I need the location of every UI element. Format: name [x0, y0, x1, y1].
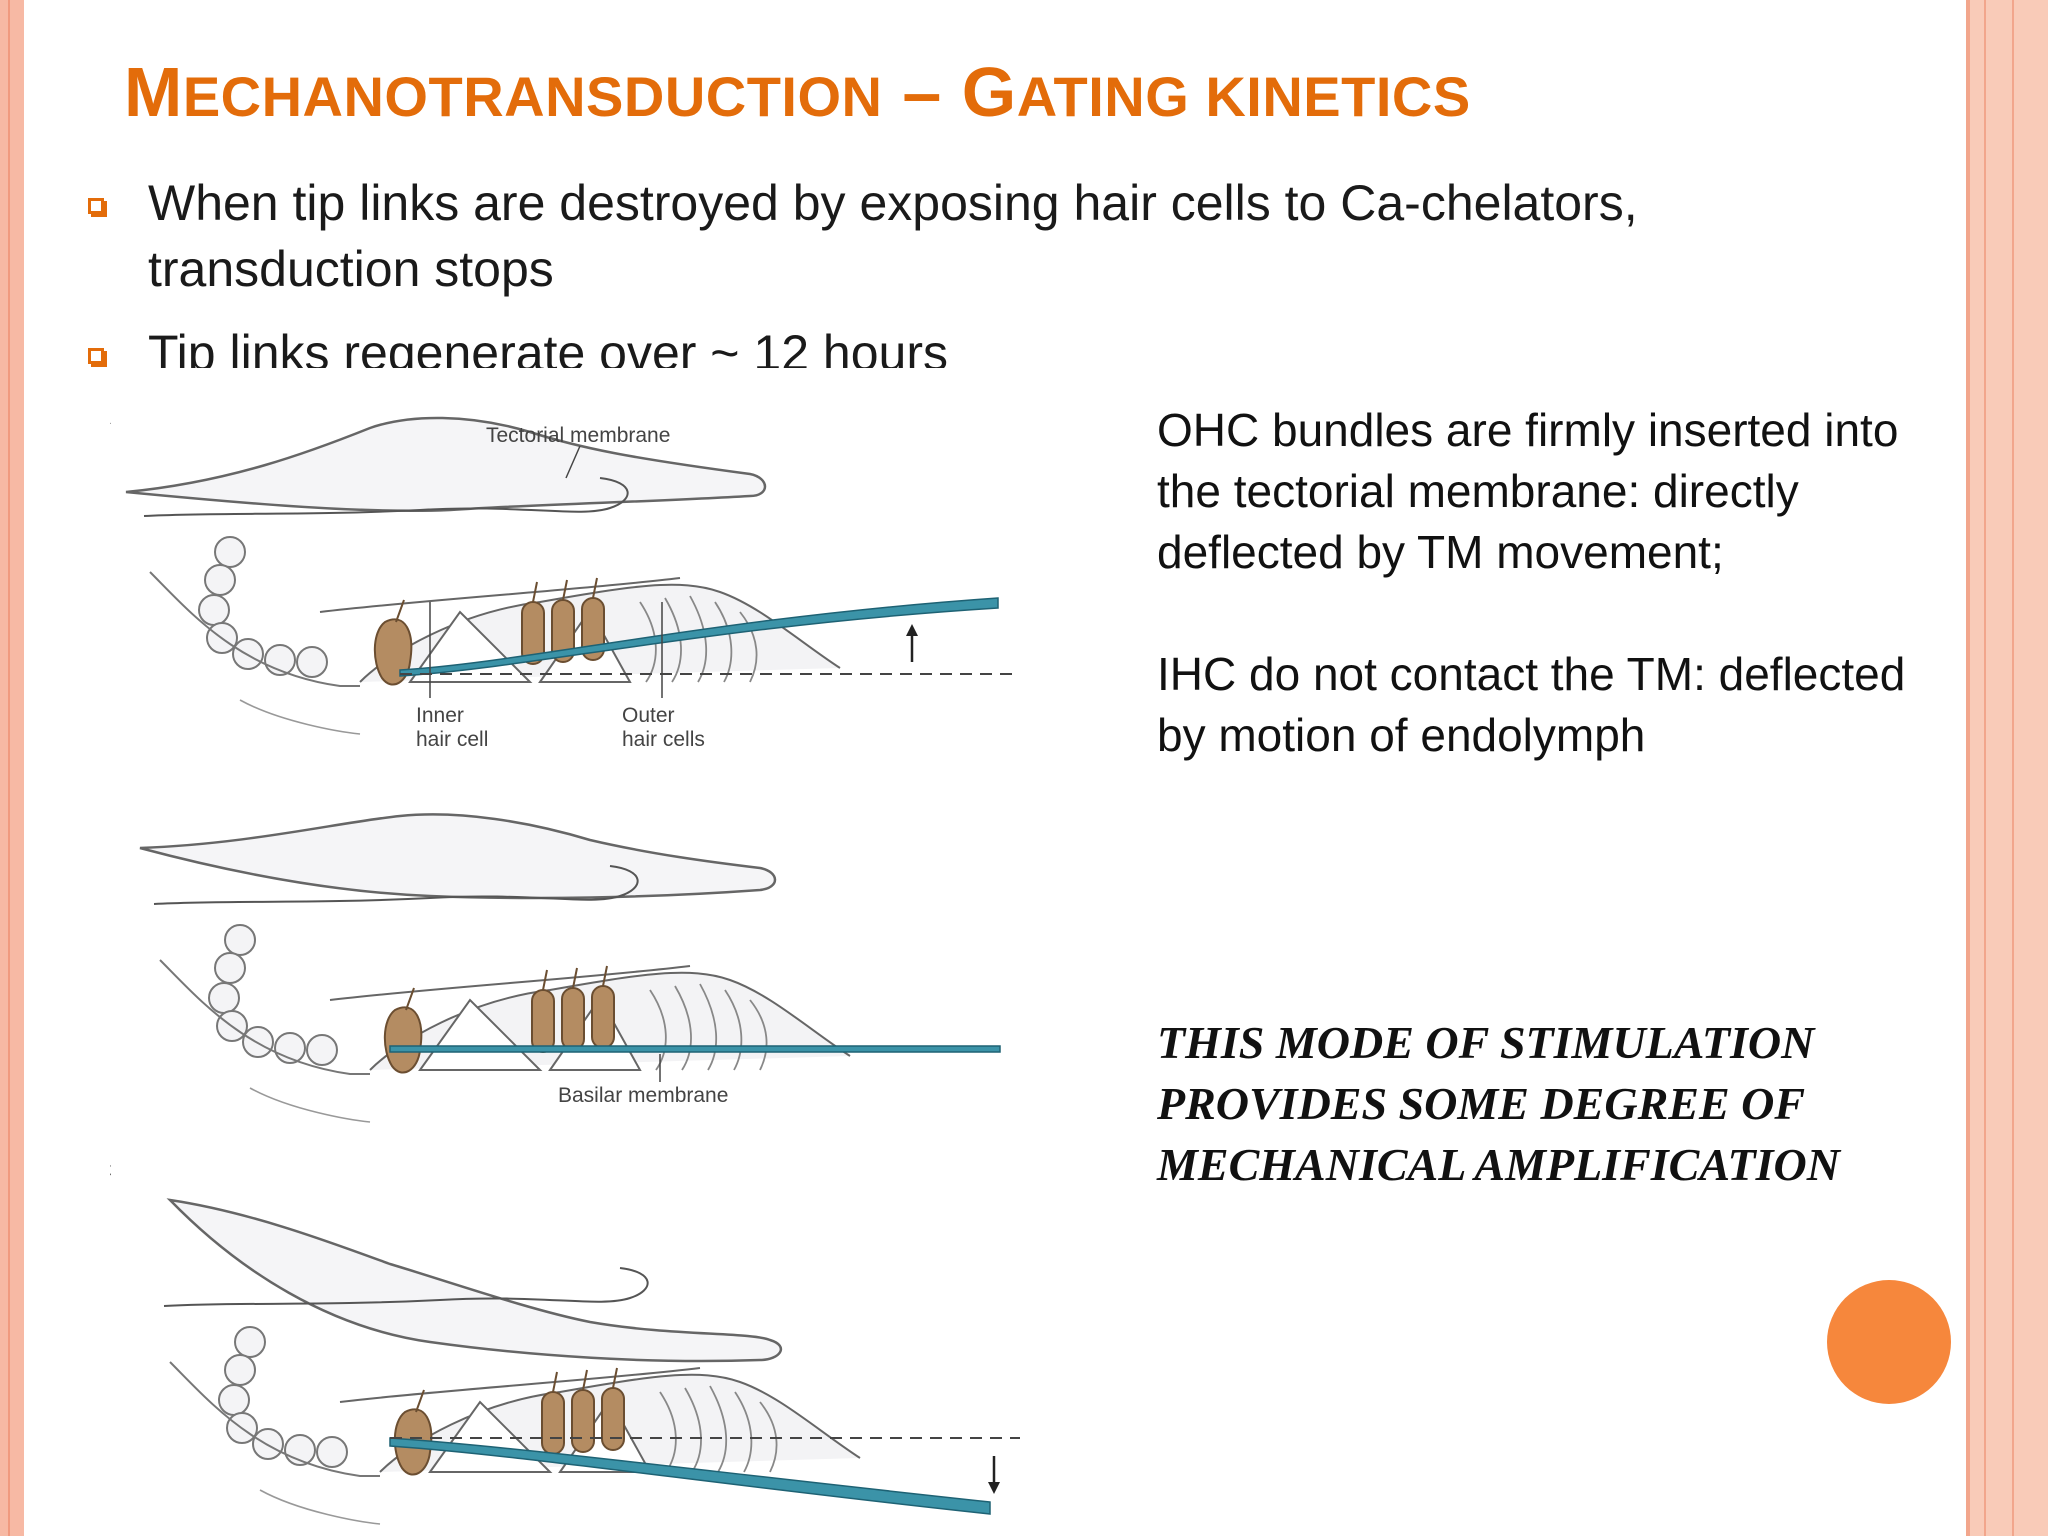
tectorial-membrane-b: [139, 813, 777, 900]
down-arrow-head-icon: [988, 1482, 1000, 1494]
title-dash: –: [882, 53, 962, 131]
basilar-membrane-a: [399, 597, 999, 677]
bullet-list: When tip links are destroyed by exposing…: [86, 170, 1886, 368]
cochlea-figure: A Tectorial membrane Inner hair cell Out…: [110, 404, 1020, 1525]
bullet-square-icon: [88, 198, 104, 214]
panel-label-c: C: [110, 1158, 112, 1183]
slide-frame-left: [0, 0, 24, 1536]
label-outer-1: Outer: [622, 704, 675, 727]
organ-of-corti-a: [143, 477, 841, 735]
bullet-item: When tip links are destroyed by exposing…: [86, 170, 1886, 302]
organ-of-corti-b: [153, 865, 851, 1123]
basilar-membrane-b: [389, 1045, 1001, 1053]
tectorial-membrane-c: [166, 1198, 783, 1363]
basilar-membrane-c: [389, 1437, 991, 1515]
title-main: ECHANOTRANSDUCTION: [182, 65, 883, 128]
slide-title: MECHANOTRANSDUCTION – GATING KINETICS: [124, 52, 1471, 132]
decorative-orange-circle: [1827, 1280, 1951, 1404]
ohc-explanation: OHC bundles are firmly inserted into the…: [1157, 404, 1899, 578]
bullet-text: When tip links are destroyed by exposing…: [148, 175, 1638, 297]
side-explanation: OHC bundles are firmly inserted into the…: [1157, 400, 1957, 766]
slide-frame-right-line: [2012, 0, 2014, 1536]
slide-frame-right-line: [1984, 0, 1986, 1536]
amplification-note: THIS MODE OF STIMULATION PROVIDES SOME D…: [1157, 1017, 1840, 1190]
label-outer-2: hair cells: [622, 728, 705, 751]
up-arrow-head-icon: [906, 624, 918, 636]
label-inner-1: Inner: [416, 704, 464, 727]
title-sub: ATING KINETICS: [1016, 65, 1471, 128]
bullet-square-icon: [88, 348, 104, 364]
label-inner-2: hair cell: [416, 728, 488, 751]
subtitle-initial: G: [961, 53, 1017, 131]
panel-label-b: B: [110, 788, 111, 813]
leader-line: [565, 445, 581, 479]
label-tectorial-membrane: Tectorial membrane: [486, 424, 670, 447]
slide-frame-left-line: [8, 0, 10, 1536]
ihc-explanation: IHC do not contact the TM: deflected by …: [1157, 648, 1906, 761]
slide-frame-right-line: [1966, 0, 1970, 1536]
title-initial: M: [124, 53, 183, 131]
bullet-text: Tip links regenerate over ~ 12 hours: [148, 325, 948, 368]
slide-frame-right: [1966, 0, 2048, 1536]
panel-label-a: A: [110, 404, 111, 429]
label-basilar-membrane: Basilar membrane: [558, 1084, 728, 1107]
bullet-item: Tip links regenerate over ~ 12 hours: [86, 320, 1886, 368]
